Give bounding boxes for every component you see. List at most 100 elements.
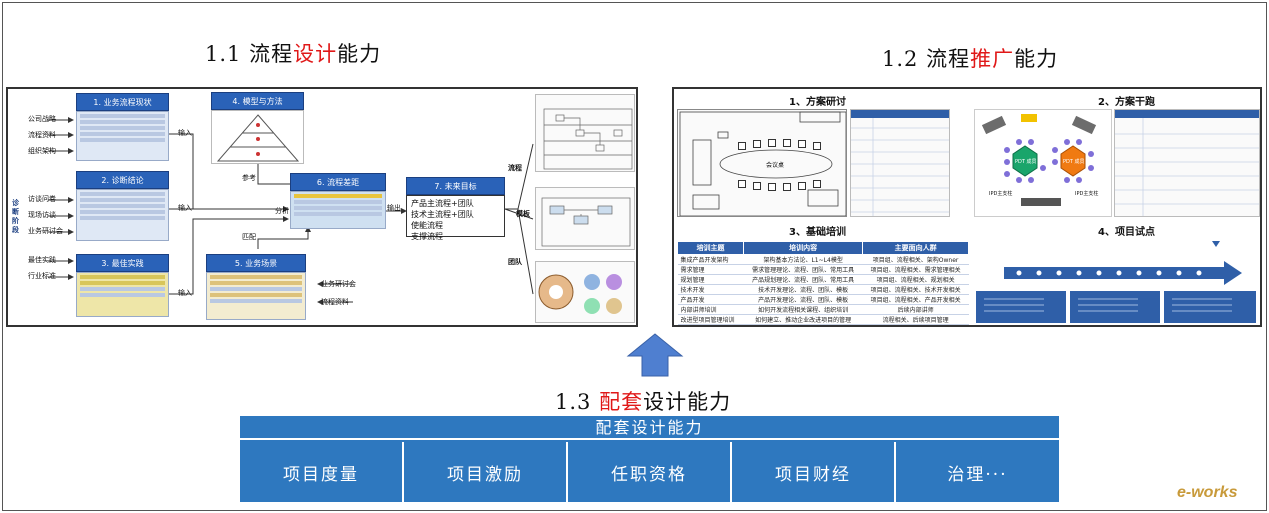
table-cell: 架构基本方法论、L1~L4模型 (743, 254, 863, 265)
target-item: 使能流程 (411, 221, 443, 230)
scenario-input: 流程资料 (321, 298, 349, 306)
dry-run-steps-table (1114, 109, 1260, 217)
q4-title: 4、项目试点 (1098, 227, 1155, 238)
table-cell: 技术开发 (677, 284, 744, 295)
box-business-scenario-preview (206, 272, 306, 320)
capability-item: 项目财经 (732, 442, 896, 502)
dry-run-layout: PDT 成员 PDT 成员 IPD主支柱 IPD主支柱 (974, 109, 1112, 217)
box-best-practice: 3. 最佳实践 (76, 254, 169, 272)
box-diagnosis: 2. 诊断结论 (76, 171, 169, 189)
supporting-capability-box: 配套设计能力 项目度量 项目激励 任职资格 项目财经 治理··· (240, 416, 1059, 502)
arrow-label: 匹配 (242, 233, 256, 241)
q1-title: 1、方案研讨 (789, 97, 846, 108)
arrow-label: 输入 (178, 129, 192, 137)
box-process-gap-preview (290, 191, 386, 229)
box-diagnosis-preview (76, 189, 169, 241)
table-cell: 项目组、流程相关、技术开发相关 (862, 284, 969, 295)
process-flow-thumbnail (535, 94, 635, 172)
input-label: 行业标准 (28, 272, 56, 280)
team-thumbnail (535, 261, 635, 323)
q2-title: 2、方案干跑 (1098, 97, 1155, 108)
capability-item: 项目度量 (240, 442, 404, 502)
q3-title: 3、基础培训 (789, 227, 846, 238)
input-label: 流程资料 (28, 131, 56, 139)
pilot-timeline (974, 239, 1260, 325)
table-cell: 产品开发 (677, 294, 744, 305)
training-table: 培训主题培训内容主要面向人群 集成产品开发架构架构基本方法论、L1~L4模型项目… (676, 241, 969, 325)
training-col-header: 培训主题 (676, 241, 745, 255)
phase-label: 诊断阶段 (12, 199, 19, 234)
table-cell: 技术开发理论、流程、团队、模板 (743, 284, 863, 295)
eworks-logo: e-works (1177, 484, 1238, 501)
target-item: 技术主流程+团队 (411, 210, 474, 219)
capability-item: 任职资格 (568, 442, 732, 502)
input-label: 组织架构 (28, 147, 56, 155)
branch-label: 流程 (508, 164, 522, 172)
table-row: 需求管理需求管理理论、流程、团队、常用工具项目组、流程相关、需求管理相关 (677, 264, 969, 275)
table-cell: 项目组、流程相关、产品开发相关 (862, 294, 969, 305)
dry-run-label: IPD主支柱 (1075, 191, 1099, 197)
input-label: 业务研讨会 (28, 227, 63, 235)
table-cell: 内部讲师培训 (677, 304, 744, 315)
table-cell: 项目组、流程相关、规划相关 (862, 274, 969, 285)
table-row: 改进型项目管理培训如何建立、推动企业改进项目的管理流程相关、后续项目管理 (677, 314, 969, 325)
branch-label: 模板 (516, 210, 530, 218)
up-arrow-icon (626, 333, 684, 377)
capability-item: 项目激励 (404, 442, 568, 502)
table-cell: 需求管理理论、流程、团队、常用工具 (743, 264, 863, 275)
table-cell: 如何建立、推动企业改进项目的管理 (743, 314, 863, 325)
capability-item: 治理··· (947, 464, 1008, 485)
target-item: 产品主流程+团队 (411, 199, 474, 208)
process-design-panel: 公司战略 流程资料 组织架构 访谈问卷 现场访谈 业务研讨会 最佳实践 行业标准… (6, 87, 638, 327)
arrow-label: 输出 (387, 204, 401, 212)
process-promotion-panel: 1、方案研讨 2、方案干跑 3、基础培训 4、项目试点 会议桌 (672, 87, 1262, 327)
table-cell: 后续内部讲师 (862, 304, 969, 315)
target-list: 产品主流程+团队 技术主流程+团队 使能流程 支撑流程 (406, 195, 505, 241)
connector-lines (48, 117, 534, 305)
seminar-agenda-table (850, 109, 950, 217)
arrow-label: 分析 (275, 207, 289, 215)
dry-run-label: IPD主支柱 (989, 191, 1013, 197)
dry-run-label: PDT 成员 (1063, 159, 1085, 165)
box-business-status-preview (76, 111, 169, 161)
table-cell: 如何开发流程相关课程、组织培训 (743, 304, 863, 315)
dry-run-label: PDT 成员 (1015, 159, 1037, 165)
box-business-scenario: 5. 业务场景 (206, 254, 306, 272)
box-process-gap: 6. 流程差距 (290, 173, 386, 191)
training-col-header: 培训内容 (743, 241, 864, 255)
section-title-1-2: 1.2 流程推广能力 (882, 47, 1059, 71)
table-row: 集成产品开发架构架构基本方法论、L1~L4模型项目组、流程相关、架构Owner (677, 254, 969, 265)
section-title-1-1: 1.1 流程设计能力 (205, 42, 382, 66)
input-label: 最佳实践 (28, 256, 56, 264)
table-row: 规划管理产品规划理论、流程、团队、常用工具项目组、流程相关、规划相关 (677, 274, 969, 285)
training-col-header: 主要面向人群 (862, 241, 969, 255)
input-label: 现场访谈 (28, 211, 56, 219)
section-title-1-3: 1.3 配套设计能力 (555, 390, 732, 414)
table-cell: 规划管理 (677, 274, 744, 285)
box-best-practice-preview (76, 272, 169, 317)
table-row: 内部讲师培训如何开发流程相关课程、组织培训后续内部讲师 (677, 304, 969, 315)
input-label: 访谈问卷 (28, 195, 56, 203)
table-row: 产品开发产品开发理论、流程、团队、模板项目组、流程相关、产品开发相关 (677, 294, 969, 305)
arrow-label: 参考 (242, 174, 256, 182)
table-cell: 改进型项目管理培训 (677, 314, 744, 325)
meeting-table-label: 会议桌 (766, 162, 785, 169)
branch-label: 团队 (508, 258, 522, 266)
input-label: 公司战略 (28, 115, 56, 123)
arrow-label: 输入 (178, 204, 192, 212)
supporting-capability-header: 配套设计能力 (240, 416, 1059, 440)
table-cell: 项目组、流程相关、架构Owner (862, 254, 969, 265)
target-item: 支撑流程 (411, 232, 443, 241)
table-cell: 产品规划理论、流程、团队、常用工具 (743, 274, 863, 285)
table-cell: 流程相关、后续项目管理 (862, 314, 969, 325)
arrow-label: 输入 (178, 289, 192, 297)
template-thumbnail (535, 187, 635, 250)
box-future-target: 7. 未来目标 (406, 177, 505, 195)
scenario-input: 业务研讨会 (321, 280, 356, 288)
box-business-status: 1. 业务流程现状 (76, 93, 169, 111)
box-model-method: 4. 模型与方法 (211, 92, 304, 110)
table-cell: 需求管理 (677, 264, 744, 275)
pyramid-model (211, 110, 304, 164)
table-cell: 产品开发理论、流程、团队、模板 (743, 294, 863, 305)
table-cell: 集成产品开发架构 (677, 254, 744, 265)
